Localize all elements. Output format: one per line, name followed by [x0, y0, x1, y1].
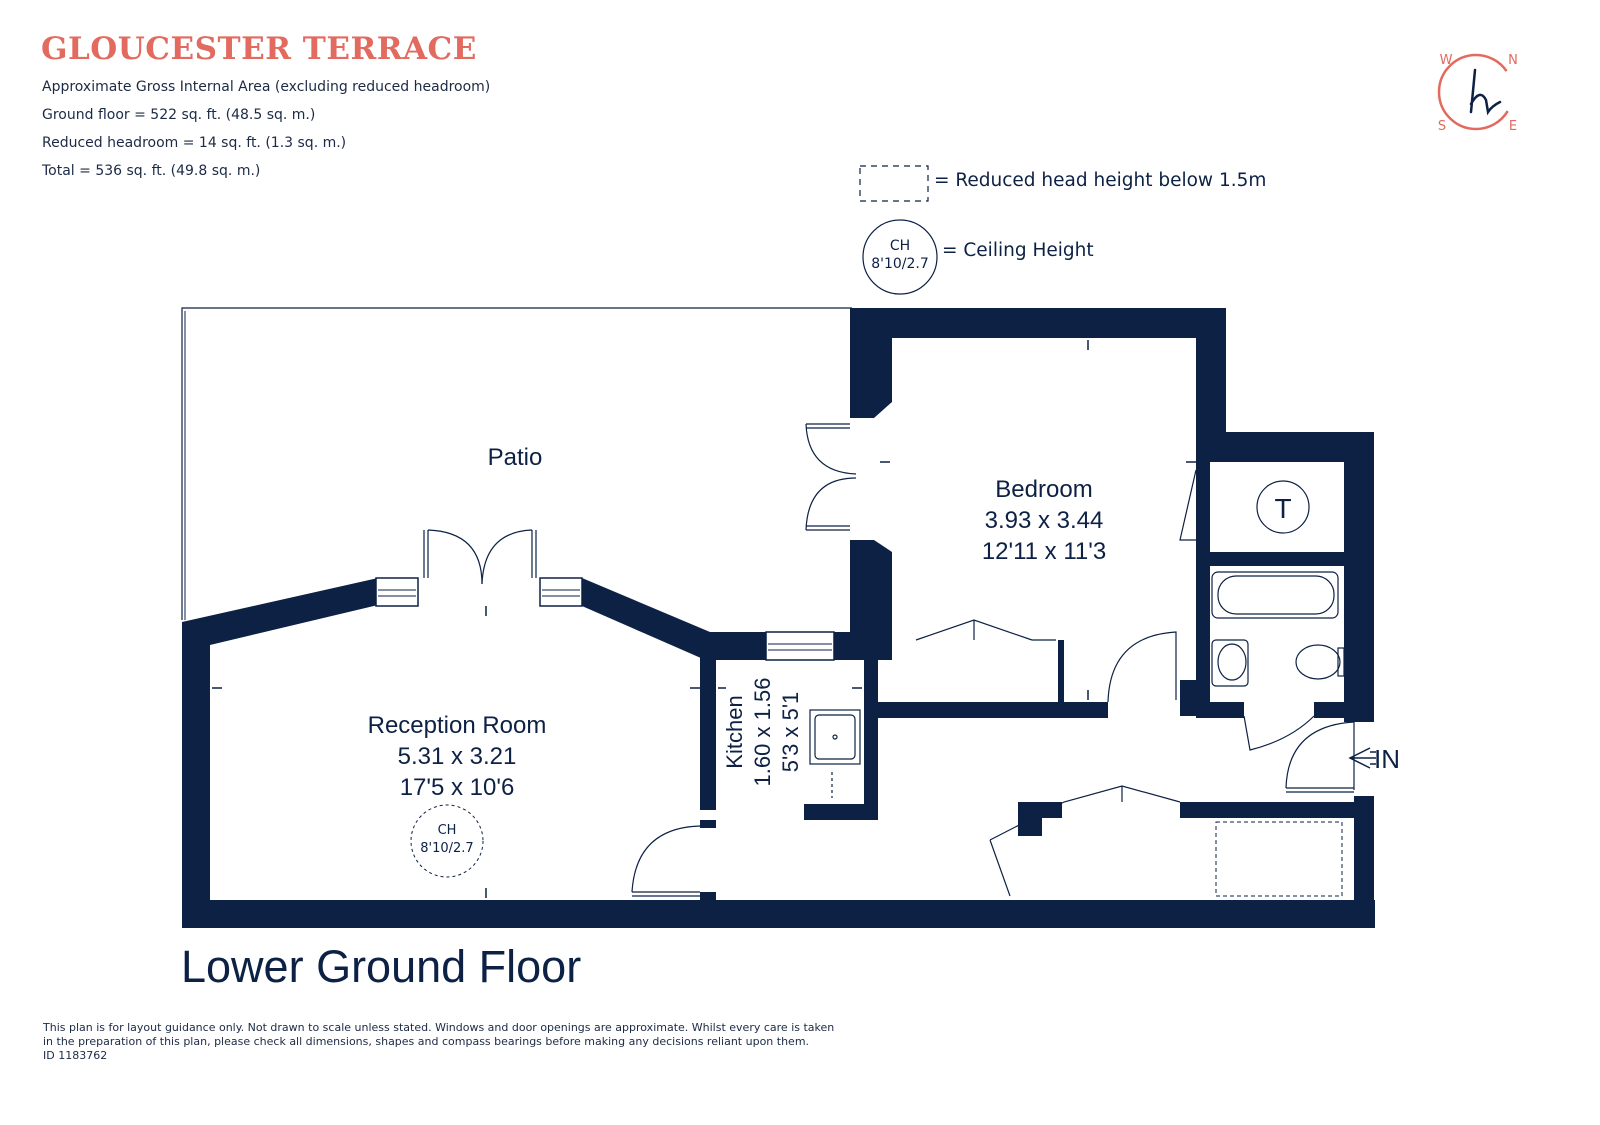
compass-logo-icon: W N S E	[1437, 53, 1518, 134]
area-reduced-headroom: Reduced headroom = 14 sq. ft. (1.3 sq. m…	[42, 135, 347, 151]
reception-windows	[375, 577, 835, 661]
toilet-icon	[1295, 644, 1341, 680]
kitchen-imperial: 5'3 x 5'1	[778, 692, 803, 773]
reception-imperial: 17'5 x 10'6	[400, 774, 515, 801]
bedroom-imperial: 12'11 x 11'3	[982, 538, 1106, 565]
disclaimer-line-1: This plan is for layout guidance only. N…	[43, 1021, 835, 1034]
entrance-arrow-icon	[1348, 747, 1376, 769]
compass-east: E	[1509, 119, 1517, 134]
area-heading: Approximate Gross Internal Area (excludi…	[42, 79, 491, 95]
reception-metric: 5.31 x 3.21	[398, 743, 517, 770]
reduced-headroom-area	[1215, 821, 1343, 897]
ch-symbol-code: CH	[890, 238, 910, 254]
area-ground-floor: Ground floor = 522 sq. ft. (48.5 sq. m.)	[42, 107, 316, 123]
reception-ch-code: CH	[438, 823, 457, 838]
reception-ceiling-height: CH 8'10/2.7	[410, 804, 484, 878]
plan-id: ID 1183762	[43, 1049, 108, 1062]
bedroom-label: Bedroom	[995, 476, 1092, 503]
wc-circle	[1256, 480, 1310, 534]
kitchen-metric: 1.60 x 1.56	[750, 678, 775, 787]
legend-ceiling-height: = Ceiling Height	[942, 240, 1094, 261]
walls	[182, 308, 1375, 928]
entrance-label: IN	[1374, 744, 1400, 774]
basin-bowl	[1217, 643, 1247, 681]
bath-inner	[1217, 575, 1335, 615]
wc-label: T	[1274, 493, 1291, 524]
basin-icon	[1211, 639, 1249, 687]
legend-reduced-head-height: = Reduced head height below 1.5m	[934, 170, 1267, 191]
disclaimer: This plan is for layout guidance only. N…	[43, 1021, 843, 1063]
bath-icon	[1211, 571, 1339, 619]
kitchen-sink-icon	[809, 709, 861, 798]
bedroom-metric: 3.93 x 3.44	[985, 507, 1104, 534]
compass-west: W	[1440, 53, 1453, 68]
compass-south: S	[1438, 119, 1446, 134]
patio-boundary	[181, 307, 852, 620]
disclaimer-line-2: in the preparation of this plan, please …	[43, 1035, 810, 1048]
compass-north: N	[1508, 53, 1518, 68]
floor-title: Lower Ground Floor	[181, 941, 582, 992]
reception-ch-value: 8'10/2.7	[420, 841, 473, 856]
dimension-markers	[212, 340, 1196, 898]
kitchen-labels: Kitchen 1.60 x 1.56 5'3 x 5'1	[722, 678, 803, 787]
area-total: Total = 536 sq. ft. (49.8 sq. m.)	[42, 163, 261, 179]
reduced-headroom-symbol	[859, 165, 929, 202]
bathroom-fixtures	[1211, 480, 1345, 687]
reception-label: Reception Room	[368, 712, 547, 739]
ch-symbol-value: 8'10/2.7	[871, 256, 929, 272]
doors	[423, 423, 1355, 897]
ceiling-height-symbol: CH 8'10/2.7	[862, 219, 938, 295]
window-lines	[378, 589, 832, 651]
kitchen-label: Kitchen	[722, 695, 747, 768]
patio-label: Patio	[488, 444, 543, 471]
toilet-cistern	[1337, 647, 1345, 677]
property-title: GLOUCESTER TERRACE	[41, 31, 477, 67]
